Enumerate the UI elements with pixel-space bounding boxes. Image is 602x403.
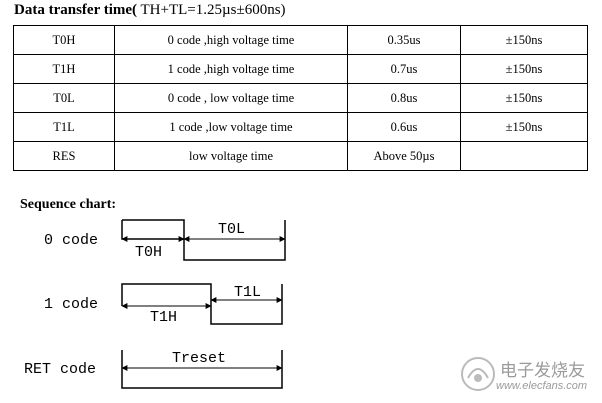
table-cell-desc: 1 code ,low voltage time — [114, 112, 348, 142]
table-row: T0H 0 code ,high voltage time 0.35us ±15… — [13, 25, 588, 55]
sequence-chart-title: Sequence chart: — [20, 197, 117, 212]
zero-code-label: 0 code — [44, 232, 98, 249]
table-row: RES low voltage time Above 50µs — [13, 141, 588, 171]
table-cell-time: 0.7us — [347, 54, 461, 84]
table-cell-desc: 1 code ,high voltage time — [114, 54, 348, 84]
title-bold-part: Data transfer time( — [14, 2, 138, 18]
one-code-label: 1 code — [44, 296, 98, 313]
ret-code-label: RET code — [24, 361, 96, 378]
table-cell-tolerance — [460, 141, 588, 171]
elecfans-watermark: 电子发烧友 www.elecfans.com — [458, 350, 598, 400]
zero-code-high-pulse — [121, 220, 184, 240]
elecfans-logo-icon — [461, 357, 495, 391]
t1h-label: T1H — [150, 309, 177, 326]
t1l-label: T1L — [234, 284, 261, 301]
table-cell-name: RES — [13, 141, 115, 171]
zero-code-waveform — [122, 219, 286, 261]
watermark-url: www.elecfans.com — [496, 380, 588, 392]
table-cell-desc: low voltage time — [114, 141, 348, 171]
data-transfer-title: Data transfer time( TH+TL=1.25µs±600ns) — [14, 2, 286, 19]
table-cell-name: T1L — [13, 112, 115, 142]
table-cell-time: Above 50µs — [347, 141, 461, 171]
title-formula: TH+TL=1.25µs±600ns) — [137, 2, 286, 18]
table-cell-tolerance: ±150ns — [460, 25, 588, 55]
table-cell-tolerance: ±150ns — [460, 112, 588, 142]
table-cell-desc: 0 code , low voltage time — [114, 83, 348, 113]
watermark-chinese-text: 电子发烧友 — [500, 361, 585, 381]
timing-table: T0H 0 code ,high voltage time 0.35us ±15… — [13, 25, 588, 171]
table-row: T1L 1 code ,low voltage time 0.6us ±150n… — [13, 112, 588, 142]
table-cell-tolerance: ±150ns — [460, 54, 588, 84]
t0h-label: T0H — [135, 244, 162, 261]
table-cell-name: T1H — [13, 54, 115, 84]
treset-label: Treset — [172, 350, 226, 367]
t0l-label: T0L — [218, 221, 245, 238]
table-row: T1H 1 code ,high voltage time 0.7us ±150… — [13, 54, 588, 84]
